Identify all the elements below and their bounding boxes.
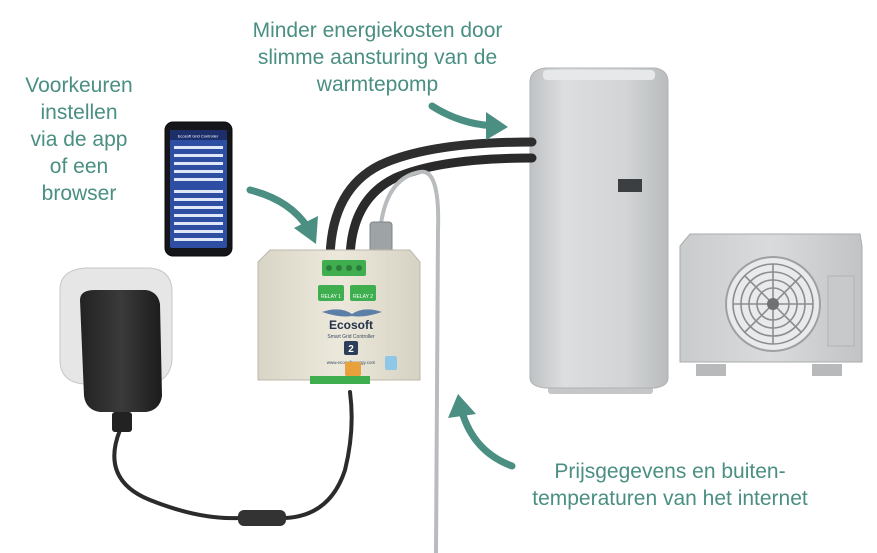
control-cables <box>325 137 537 553</box>
heat-pump-indoor-unit <box>529 67 669 394</box>
caption-energy-savings: Minder energiekosten door slimme aanstur… <box>252 19 503 96</box>
smartphone: Ecosoft Grid Controller <box>164 121 233 257</box>
arrowhead-controller <box>294 216 318 244</box>
arrow-from-internet <box>458 408 516 470</box>
controller-brand: Ecosoft <box>329 318 373 332</box>
power-adapter <box>59 267 173 432</box>
cable-ferrite <box>238 510 286 526</box>
controller-number: 2 <box>348 344 354 355</box>
arrow-to-controller <box>246 186 312 232</box>
relay-2-label: RELAY 2 <box>353 294 373 300</box>
controller-number-badge <box>344 341 358 355</box>
caption-internet-data: Prijsgegevens en buiten- temperaturen va… <box>532 460 808 510</box>
app-title: Ecosoft Grid Controller <box>178 134 219 139</box>
relay-2-badge <box>350 285 376 301</box>
wings-logo-icon <box>322 309 382 317</box>
power-cable <box>112 390 354 521</box>
arrowhead-internet <box>448 394 476 418</box>
controller-model: Smart Grid Controller <box>327 334 375 340</box>
smart-grid-controller: RELAY 1 RELAY 2 Ecosoft Smart Grid Contr… <box>257 249 421 384</box>
relay-1-label: RELAY 1 <box>321 294 341 300</box>
heat-pump-display-icon <box>618 179 642 192</box>
app-screen <box>170 130 227 248</box>
status-led-orange <box>345 362 361 376</box>
arrowhead-heat-pump <box>486 112 508 140</box>
heat-pump-outdoor-unit <box>679 233 863 376</box>
caption-preferences: Voorkeuren instellen via de app of een b… <box>25 74 133 205</box>
relay-1-badge <box>318 285 344 301</box>
terminal-block <box>322 260 366 276</box>
status-led-blue <box>385 356 397 370</box>
arrow-to-heat-pump <box>428 102 498 130</box>
